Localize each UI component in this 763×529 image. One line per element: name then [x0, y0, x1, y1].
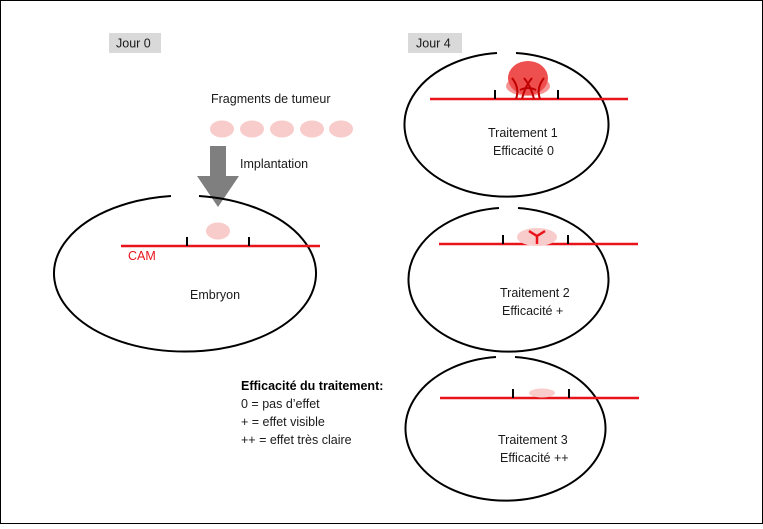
day4-badge-bg: [408, 33, 462, 53]
implantation-label: Implantation: [240, 157, 308, 171]
tumor-small: [529, 388, 555, 398]
fragments-label: Fragments de tumeur: [211, 92, 331, 106]
egg-shell: [404, 356, 607, 502]
treatment-name: Traitement 1: [488, 126, 558, 140]
day0-badge: Jour 0: [109, 33, 161, 53]
egg-treatment-2: Traitement 2 Efficacité +: [407, 207, 638, 353]
treatment-efficacy: Efficacité ++: [500, 451, 569, 465]
blood-vessels: [528, 229, 546, 244]
legend-item: ++ = effet très claire: [241, 433, 352, 447]
egg-treatment-1: Traitement 1 Efficacité 0: [403, 52, 628, 198]
egg-shell: [403, 52, 610, 198]
egg-shell: [53, 195, 317, 353]
legend-item: 0 = pas d’effet: [241, 397, 320, 411]
egg-day0: CAM Embryon: [53, 195, 320, 353]
blood-vessels: [511, 77, 545, 100]
tumor-fragment: [300, 120, 324, 138]
tumor-fragment: [329, 120, 353, 138]
legend-title: Efficacité du traitement:: [241, 379, 383, 393]
treatment-name: Traitement 3: [498, 433, 568, 447]
day4-badge: Jour 4: [408, 33, 462, 53]
treatment-name: Traitement 2: [500, 286, 570, 300]
egg-treatment-3: Traitement 3 Efficacité ++: [404, 356, 639, 502]
implantation-arrow: [197, 146, 239, 207]
tumor-fragment: [210, 120, 234, 138]
day4-label: Jour 4: [416, 37, 451, 51]
day0-badge-bg: [109, 33, 161, 53]
treatment-efficacy: Efficacité +: [502, 304, 563, 318]
legend-item: + = effet visible: [241, 415, 325, 429]
tumor-fragment: [240, 120, 264, 138]
tumor-fragment: [270, 120, 294, 138]
embryo-label: Embryon: [190, 288, 240, 302]
tumor-fragments: [210, 120, 353, 138]
treatment-efficacy: Efficacité 0: [493, 144, 554, 158]
efficacy-legend: Efficacité du traitement: 0 = pas d’effe…: [241, 379, 383, 447]
implanted-tumor: [206, 222, 230, 240]
cam-label: CAM: [128, 249, 156, 263]
day0-label: Jour 0: [116, 37, 151, 51]
